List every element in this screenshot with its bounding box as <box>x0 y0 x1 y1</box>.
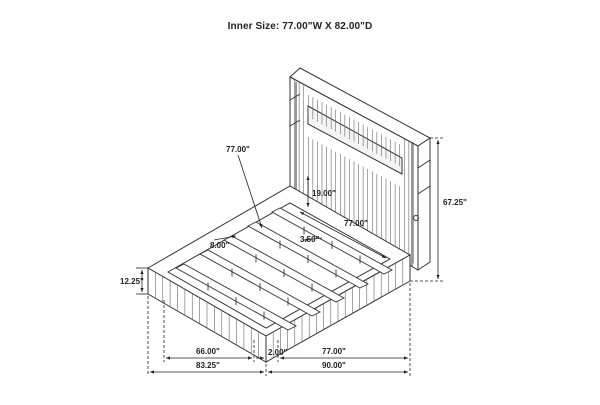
label-panel-height: 19.00" <box>312 189 336 198</box>
label-front-inner-width: 77.00" <box>322 347 346 356</box>
inner-size-title: Inner Size: 77.00"W X 82.00"D <box>227 21 373 32</box>
outlet-right <box>413 215 419 221</box>
label-headboard-width: 77.00" <box>226 145 250 154</box>
label-overall-width: 90.00" <box>322 361 346 370</box>
label-total-height: 67.25" <box>443 198 467 207</box>
label-slat-width: 8.00" <box>210 241 230 250</box>
label-overall-length: 83.25" <box>196 361 220 370</box>
label-slat-gap: 3.50" <box>300 235 320 244</box>
dimension-labels: 77.00" 19.00" 77.00" 8.00" 3.50" 67.25" … <box>120 145 467 370</box>
label-rail-height: 12.25" <box>120 277 144 286</box>
dimension-lines <box>136 137 444 376</box>
label-frame-thickness: 2.00" <box>268 348 288 357</box>
label-inner-width: 77.00" <box>344 219 368 228</box>
label-inner-length: 66.00" <box>196 347 220 356</box>
